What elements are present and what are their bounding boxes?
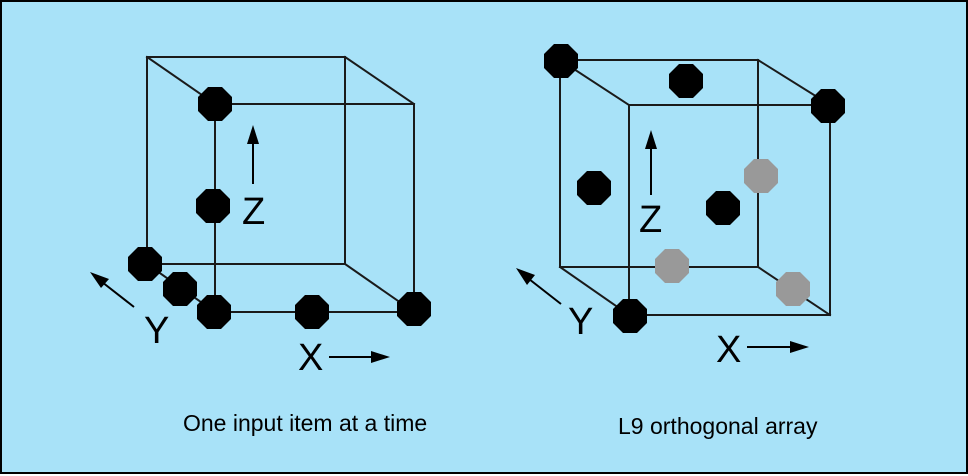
right-point-gray [776, 272, 810, 306]
left-y-label: Y [144, 310, 169, 352]
left-cube-edge [343, 55, 416, 106]
left-z-axis-arrow [247, 125, 259, 184]
right-cube-points [544, 44, 845, 333]
left-caption: One input item at a time [183, 410, 427, 436]
right-point-black [669, 64, 703, 98]
right-point-black [544, 44, 578, 78]
right-y-axis-arrow [516, 268, 562, 305]
left-x-label: X [298, 337, 323, 379]
left-point [397, 292, 431, 326]
right-z-label: Z [639, 199, 662, 241]
right-point-gray [744, 159, 778, 193]
left-point [196, 189, 230, 223]
left-point [295, 295, 329, 329]
left-cube: Z Y X One input item at a time [90, 55, 431, 436]
right-point-black [706, 191, 740, 225]
right-y-label: Y [568, 301, 593, 343]
left-point [128, 247, 162, 281]
right-point-black [613, 299, 647, 333]
right-caption: L9 orthogonal array [618, 413, 818, 439]
left-y-axis-arrow [90, 272, 135, 308]
left-point [197, 295, 231, 329]
right-z-axis-arrow [645, 130, 657, 195]
right-x-label: X [716, 329, 741, 371]
left-point [163, 272, 197, 306]
right-point-black [811, 89, 845, 123]
right-point-black [577, 171, 611, 205]
right-point-gray [655, 249, 689, 283]
right-cube: Z Y X L9 orthogonal array [516, 44, 845, 439]
left-x-axis-arrow [329, 351, 390, 363]
right-x-axis-arrow [747, 341, 809, 353]
left-point [198, 87, 232, 121]
left-z-label: Z [242, 191, 265, 233]
